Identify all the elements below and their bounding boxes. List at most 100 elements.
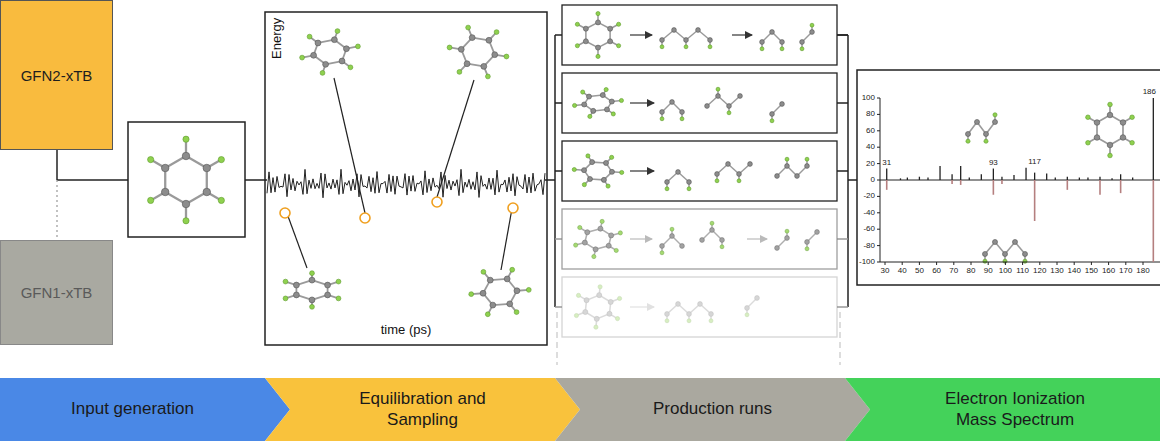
carbon-atom	[815, 230, 820, 235]
carbon-atom	[514, 288, 520, 294]
carbon-atom	[748, 162, 753, 167]
y-tick-label: 40	[866, 143, 875, 151]
carbon-atom	[1012, 239, 1017, 244]
carbon-atom	[608, 39, 613, 44]
fluorine-atom	[510, 267, 515, 272]
connector-line	[1013, 175, 1014, 180]
carbon-atom	[785, 236, 790, 241]
chevron-fill	[0, 378, 290, 441]
molecule-frame	[128, 122, 245, 237]
carbon-atom	[311, 52, 317, 58]
carbon-atom	[687, 180, 692, 185]
fluorine-atom	[283, 296, 288, 301]
axis-title: time (ps)	[381, 323, 432, 336]
fluorine-atom	[310, 304, 315, 309]
carbon-atom	[309, 277, 315, 283]
carbon-atom	[805, 240, 810, 245]
fluorine-atom	[469, 292, 474, 297]
fluorine-atom	[709, 319, 713, 323]
stage-name: Electron Ionization Mass Spectrum	[928, 389, 1103, 430]
connector-line	[877, 212, 880, 213]
fluorine-atom	[600, 219, 604, 223]
stage-chevron: Electron Ionization Mass Spectrum	[845, 378, 1160, 441]
fluorine-atom	[320, 71, 325, 76]
fluorine-atom	[588, 114, 592, 118]
fluorine-atom	[660, 251, 664, 255]
carbon-atom	[770, 30, 775, 35]
carbon-atom	[203, 164, 211, 172]
connector-line	[1005, 262, 1006, 265]
production-run	[562, 73, 837, 133]
sample-point	[432, 197, 442, 207]
fluorine-atom	[684, 45, 688, 49]
connector-line	[1108, 262, 1109, 265]
connector-line	[1153, 180, 1155, 262]
axis-title: Energy	[270, 18, 283, 59]
carbon-atom	[161, 188, 169, 196]
carbon-atom	[325, 292, 331, 298]
carbon-atom	[727, 104, 732, 109]
carbon-atom	[755, 296, 760, 301]
molecules	[148, 5, 1135, 337]
carbon-atom	[1107, 142, 1113, 148]
fluorine-atom	[984, 139, 988, 143]
connector-line	[837, 34, 848, 36]
connector-line	[555, 34, 562, 36]
carbon-atom	[608, 26, 613, 31]
fluorine-atom	[148, 197, 154, 203]
sample-point	[360, 213, 370, 223]
connector-line	[877, 196, 880, 197]
carbon-atom	[323, 61, 329, 67]
fluorine-atom	[966, 139, 970, 143]
fluorine-atom	[218, 197, 224, 203]
connector-line	[877, 130, 880, 131]
carbon-atom	[604, 107, 609, 112]
connector-line	[885, 262, 886, 265]
fluorine-atom	[660, 45, 664, 49]
carbon-atom	[696, 28, 701, 33]
connector-line	[840, 312, 841, 365]
fluorine-atom	[810, 23, 814, 27]
fluorine-atom	[1130, 115, 1135, 120]
carbon-atom	[590, 160, 595, 165]
carbon-atom	[458, 46, 464, 52]
carbon-atom	[705, 104, 710, 109]
carbon-atom	[738, 94, 743, 99]
carbon-atom	[965, 131, 970, 136]
carbon-atom	[604, 160, 609, 165]
connector-line	[1091, 262, 1092, 265]
fluorine-atom	[620, 170, 624, 174]
carbon-atom	[595, 45, 600, 50]
carbon-atom	[583, 310, 588, 315]
connector-line	[1057, 262, 1058, 265]
connector-line	[1046, 173, 1047, 180]
carbon-atom	[487, 277, 493, 283]
fluorine-atom	[670, 227, 674, 231]
spectrum	[877, 98, 1160, 265]
fluorine-atom	[300, 55, 305, 60]
y-tick-label: -40	[863, 209, 875, 217]
carbon-atom	[760, 40, 765, 45]
fluorine-atom	[614, 248, 618, 252]
connector-line	[56, 150, 58, 180]
fluorine-atom	[218, 156, 224, 162]
carbon-atom	[583, 39, 588, 44]
connector-line	[877, 245, 880, 246]
carbon-atom	[325, 282, 331, 288]
connector-line	[969, 178, 970, 180]
fluorine-atom	[592, 255, 596, 259]
fluorine-atom	[148, 156, 154, 162]
spectrum-frame	[857, 70, 1160, 285]
production-run	[562, 277, 837, 337]
carbon-atom	[737, 172, 742, 177]
fluorine-atom	[1108, 102, 1113, 107]
carbon-atom	[607, 311, 612, 316]
chevron-label-area: Production runs	[580, 378, 845, 441]
carbon-atom	[672, 28, 677, 33]
carbon-atom	[745, 306, 750, 311]
y-tick-label: 0	[871, 176, 875, 184]
fluorine-atom	[617, 44, 621, 48]
fluorine-atom	[574, 243, 578, 247]
carbon-atom	[810, 30, 815, 35]
production-run	[562, 141, 837, 201]
